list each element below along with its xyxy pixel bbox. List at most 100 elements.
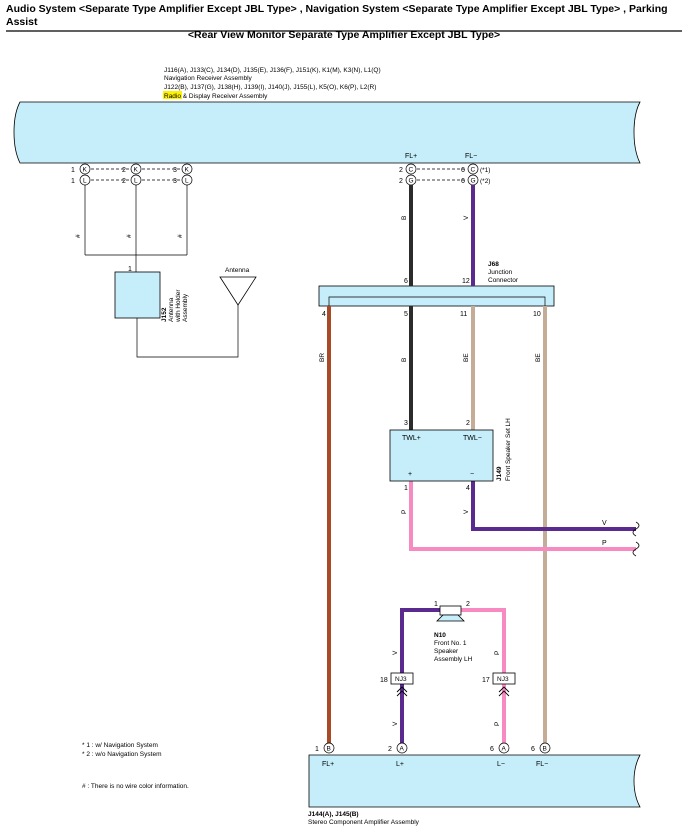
amp-pin-6a [498,742,510,754]
title-line-1: Audio System <Separate Type Amplifier Ex… [6,3,668,28]
wire-break-violet [632,521,640,537]
receiver-name-2: Radio & Display Receiver Assembly [164,93,268,100]
junction-pin-11: 11 [460,311,467,318]
speaker-set-code: J149 [496,466,503,481]
receiver-highlight [163,91,182,99]
amp-pin-1 [323,742,335,754]
amp-fl-plus: FL+ [322,761,334,768]
junction-name-2: Connector [488,277,519,284]
nj3-left-chevron [396,686,408,697]
amp-pin-1-letter: B [327,746,331,753]
wire-pink-n10-pin2 [461,608,506,743]
antenna-holder-pin: 1 [128,266,132,273]
amp-pin-2-num: 2 [388,746,392,753]
wire-label-be-1: BE [463,353,470,362]
wire-label-v-amp: V [392,721,399,726]
n10-name-1: Front No. 1 [434,640,467,647]
antenna-symbol [219,276,257,306]
pin-c6 [467,163,479,175]
wire-violet-n10-pin1 [400,608,440,743]
n10-code: N10 [434,632,446,639]
n10-pin-1: 1 [434,601,438,608]
amp-pin-6b [539,742,551,754]
diagram-title: Audio System <Separate Type Amplifier Ex… [6,3,682,42]
amp-name: Stereo Component Amplifier Assembly [308,819,420,826]
nj3-right-box [492,672,516,685]
pin-g6-num: 6 [461,178,465,185]
note-ref-2: (*2) [480,178,490,185]
pin-k3 [181,163,193,175]
n10-pin-2: 2 [466,601,470,608]
wire-label-p-right: P [602,540,607,547]
junction-pin-4: 4 [322,311,326,318]
amp-codes: J144(A), J145(B) [308,811,359,818]
pin-c6-letter: C [471,167,476,174]
amp-l-minus: L− [497,761,505,768]
n10-name-2: Speaker [434,648,459,655]
wire-label-v-right: V [602,520,607,527]
pin-c6-num: 6 [461,167,465,174]
legend-note-2: * 2 : w/o Navigation System [82,751,161,758]
nj3-right-label: NJ3 [497,676,509,683]
antenna-holder-name-3: Assembly [182,293,189,322]
pin-k1 [79,163,91,175]
speaker-set-minus: − [470,471,474,478]
receiver-box [13,101,641,164]
wire-hash-1: # [75,234,82,238]
antenna-wiring [84,185,239,358]
junction-name-1: Junction [488,269,513,276]
nj3-pin-17: 17 [482,677,490,684]
pin-k3-num: 3 [173,167,177,174]
wire-hash-3: # [177,234,184,238]
amp-l-plus: L+ [396,761,404,768]
pin-l1-letter: L [83,178,87,185]
receiver-name-2-highlight: Radio [164,93,181,100]
pin-c2 [405,163,417,175]
speaker-set-pin-4: 4 [466,485,470,492]
speaker-set-twl-minus: TWL− [463,435,482,442]
speaker-set-box [389,429,494,482]
amp-pin-6a-letter: A [502,746,507,753]
amp-pin-6b-letter: B [543,746,547,753]
pin-k2-letter: K [134,167,139,174]
speaker-set-plus: + [408,471,412,478]
amplifier-box [308,754,641,808]
wire-pink-speaker-plus [409,481,636,551]
antenna-holder-name-1: Antenna [168,297,175,322]
wire-label-b-upper: B [401,216,408,220]
amp-fl-minus: FL− [536,761,548,768]
wire-hash-2: # [126,234,133,238]
antenna-holder-name-2: with Holder [175,289,182,323]
amp-pin-6a-num: 6 [490,746,494,753]
legend-note-1: * 1 : w/ Navigation System [82,742,158,749]
receiver-codes-1: J116(A), J133(C), J134(D), J135(E), J136… [164,67,381,74]
amp-pin-1-num: 1 [315,746,319,753]
pin-l3-letter: L [185,178,189,185]
receiver-fl-plus: FL+ [405,153,417,160]
amp-pin-6b-num: 6 [531,746,535,753]
receiver-name-2-rest: & Display Receiver Assembly [181,93,268,100]
pin-k2 [130,163,142,175]
junction-pin-10: 10 [533,311,541,318]
pin-k1-letter: K [83,167,88,174]
speaker-set-pin-3: 3 [404,420,408,427]
receiver-fl-minus: FL− [465,153,477,160]
wire-label-be-2: BE [535,353,542,362]
dashed-links [91,168,467,181]
speaker-set-name: Front Speaker Set LH [505,418,512,481]
junction-pin-5: 5 [404,311,408,318]
n10-name-3: Assembly LH [434,656,473,663]
junction-box [318,285,555,307]
wire-label-p-n10: P [494,651,501,655]
nj3-left-label: NJ3 [395,676,407,683]
pin-k3-letter: K [185,167,190,174]
speaker-set-pin-2: 2 [466,420,470,427]
pin-g2-letter: G [409,178,414,185]
junction-internal-bus [328,296,546,307]
pin-k1-num: 1 [71,167,75,174]
title-line-2: <Rear View Monitor Separate Type Amplifi… [187,29,501,41]
wire-label-p-speaker: P [401,510,408,514]
amp-pin-2-letter: A [400,746,405,753]
wire-label-v-n10: V [392,650,399,655]
wire-label-v-speaker: V [463,509,470,514]
